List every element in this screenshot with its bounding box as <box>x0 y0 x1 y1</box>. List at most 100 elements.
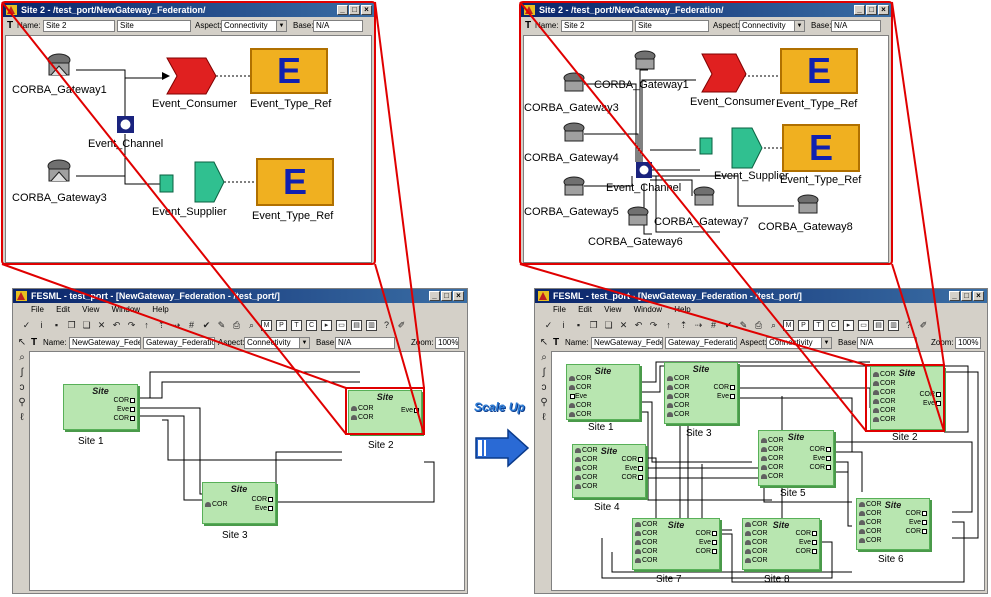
pen-icon[interactable]: ✐ <box>397 320 406 330</box>
chevron-down-icon[interactable]: ▼ <box>821 338 831 348</box>
check-icon[interactable]: ✓ <box>22 320 31 330</box>
menu-window[interactable]: Window <box>111 305 141 314</box>
help-icon[interactable]: ? <box>905 320 911 330</box>
nav-up-icon[interactable]: ⇡ <box>157 320 166 330</box>
model-icon[interactable]: M <box>783 320 794 331</box>
up-icon[interactable]: ↑ <box>666 320 671 330</box>
site-box-3[interactable]: Site COR COR Eve <box>202 482 276 524</box>
minimize-button[interactable]: _ <box>949 291 960 301</box>
model-canvas[interactable]: E E CORBA_Gateway1 CORBA_Gateway3 Event_… <box>5 35 372 263</box>
copy-icon[interactable]: ❐ <box>67 320 76 330</box>
aspect-select[interactable]: Connectivity▼ <box>766 337 832 349</box>
disconnect-icon[interactable]: ↄ <box>541 382 547 393</box>
close-button[interactable]: × <box>361 5 372 15</box>
grid-icon[interactable]: # <box>710 320 716 330</box>
columns-icon[interactable]: ▥ <box>366 320 377 331</box>
site-box-8[interactable]: Site COR COR COR COR COR COR Eve COR <box>742 518 820 570</box>
minimize-button[interactable]: _ <box>337 5 348 15</box>
menu-edit[interactable]: Edit <box>56 305 70 314</box>
window-icon[interactable]: ▤ <box>351 320 362 331</box>
grid-icon[interactable]: # <box>188 320 194 330</box>
site-box-6[interactable]: Site COR COR COR COR COR COR Eve COR <box>856 498 930 550</box>
text-tool-icon[interactable]: T <box>31 337 38 348</box>
magnifier-icon[interactable]: ⚲ <box>18 397 26 408</box>
chevron-down-icon[interactable]: ▼ <box>794 21 804 31</box>
magnifier-icon[interactable]: ⚲ <box>540 397 548 408</box>
close-button[interactable]: × <box>973 291 984 301</box>
redo-icon[interactable]: ↷ <box>649 320 658 330</box>
delete-icon[interactable]: ✕ <box>97 320 106 330</box>
copy-icon[interactable]: ❐ <box>589 320 598 330</box>
paste-icon[interactable]: ❏ <box>82 320 91 330</box>
paste-icon[interactable]: ❏ <box>604 320 613 330</box>
undo-icon[interactable]: ↶ <box>112 320 121 330</box>
part-icon[interactable]: P <box>276 320 287 331</box>
menu-view[interactable]: View <box>82 305 100 314</box>
menu-file[interactable]: File <box>553 305 566 314</box>
site-box-5[interactable]: Site COR COR COR COR COR COR Eve COR <box>758 430 834 486</box>
brush-icon[interactable]: ✎ <box>739 320 748 330</box>
pointer-icon[interactable]: ↖ <box>17 337 27 348</box>
site-box-1[interactable]: Site COR COR Eve COR COR <box>566 364 640 420</box>
help-icon[interactable]: ? <box>383 320 389 330</box>
maximize-button[interactable]: □ <box>441 291 452 301</box>
text-tool-icon[interactable]: T <box>553 337 560 348</box>
save-icon[interactable]: ▪ <box>54 320 59 330</box>
menu-view[interactable]: View <box>604 305 622 314</box>
columns-icon[interactable]: ▥ <box>888 320 899 331</box>
text-tool-icon[interactable]: T <box>525 20 532 31</box>
undo-icon[interactable]: ↶ <box>634 320 643 330</box>
checkmark-icon[interactable]: ✔ <box>202 320 211 330</box>
site-box-7[interactable]: Site COR COR COR COR COR COR Eve COR <box>632 518 720 570</box>
name-field[interactable]: Site 2 <box>561 20 633 32</box>
nav-up-icon[interactable]: ⇡ <box>679 320 688 330</box>
aspect-select[interactable]: Connectivity▼ <box>739 20 805 32</box>
site-box-3[interactable]: Site COR COR COR COR COR COR Eve <box>664 362 738 424</box>
connect-icon[interactable]: ∫ <box>20 367 24 378</box>
type-icon[interactable]: T <box>813 320 824 331</box>
tile-icon[interactable]: ▭ <box>858 320 869 331</box>
nav-forward-icon[interactable]: ⇢ <box>172 320 181 330</box>
site-box-1[interactable]: Site COR Eve COR <box>63 384 138 430</box>
connect-icon[interactable]: ∫ <box>542 367 546 378</box>
disconnect-icon[interactable]: ↄ <box>19 382 25 393</box>
nav-forward-icon[interactable]: ⇢ <box>694 320 703 330</box>
minimize-button[interactable]: _ <box>429 291 440 301</box>
redo-icon[interactable]: ↷ <box>127 320 136 330</box>
pen-icon[interactable]: ✐ <box>919 320 928 330</box>
play-icon[interactable]: ▸ <box>843 320 854 331</box>
find-icon[interactable]: ⌕ <box>770 320 777 330</box>
type-icon[interactable]: T <box>291 320 302 331</box>
delete-icon[interactable]: ✕ <box>619 320 628 330</box>
zoom-tool-icon[interactable]: ⌕ <box>541 352 547 363</box>
aspect-select[interactable]: Connectivity▼ <box>221 20 287 32</box>
checkmark-icon[interactable]: ✔ <box>724 320 733 330</box>
copy-box-icon[interactable]: C <box>306 320 317 331</box>
tile-icon[interactable]: ▭ <box>336 320 347 331</box>
menu-help[interactable]: Help <box>152 305 169 314</box>
visualize-icon[interactable]: ℓ <box>20 412 24 423</box>
chevron-down-icon[interactable]: ▼ <box>276 21 286 31</box>
name-field[interactable]: NewGateway_Feder <box>591 337 663 349</box>
check-icon[interactable]: ✓ <box>544 320 553 330</box>
minimize-button[interactable]: _ <box>854 5 865 15</box>
menu-file[interactable]: File <box>31 305 44 314</box>
close-button[interactable]: × <box>453 291 464 301</box>
model-canvas[interactable]: Site COR Eve COR Site 1 Site COR COR Eve… <box>29 351 465 591</box>
site-box-2[interactable]: Site COR COR Eve <box>348 390 422 434</box>
up-icon[interactable]: ↑ <box>144 320 149 330</box>
menu-window[interactable]: Window <box>633 305 663 314</box>
name-field[interactable]: NewGateway_Feder <box>69 337 141 349</box>
copy-box-icon[interactable]: C <box>828 320 839 331</box>
site-box-2[interactable]: Site COR COR COR COR COR COR COR Eve <box>870 366 944 430</box>
model-canvas[interactable]: E E CORBA_Gateway1 CORBA_Gateway3 CORBA_… <box>523 35 889 263</box>
zoom-field[interactable]: 100% <box>435 337 459 349</box>
chevron-down-icon[interactable]: ▼ <box>299 338 309 348</box>
part-icon[interactable]: P <box>798 320 809 331</box>
info-icon[interactable]: i <box>40 320 43 330</box>
maximize-button[interactable]: □ <box>349 5 360 15</box>
play-icon[interactable]: ▸ <box>321 320 332 331</box>
print-icon[interactable]: ⎙ <box>232 320 241 330</box>
zoom-field[interactable]: 100% <box>955 337 981 349</box>
maximize-button[interactable]: □ <box>961 291 972 301</box>
